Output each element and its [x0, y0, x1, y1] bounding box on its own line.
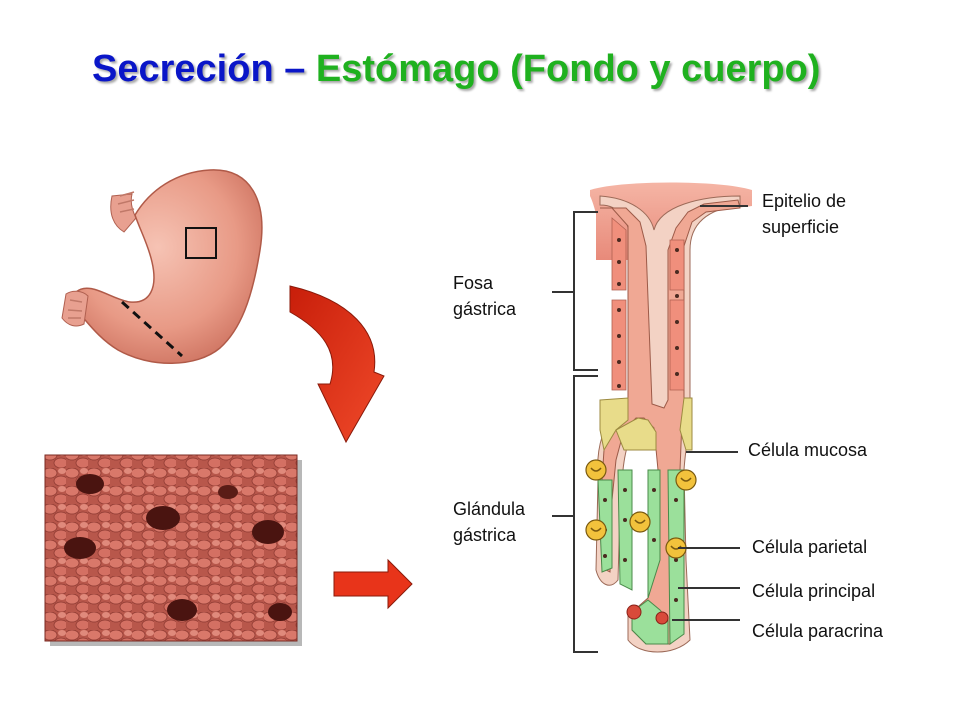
page-title: Secreción – Estómago (Fondo y cuerpo)	[92, 48, 820, 91]
right-arrow	[333, 558, 413, 610]
label-epitelio-superficie: Epitelio de superficie	[762, 188, 846, 240]
label-glandula-gastrica: Glándula gástrica	[453, 496, 525, 548]
mucosa-surface-image	[44, 454, 302, 646]
bracket-fosa	[552, 211, 598, 371]
label-celula-parietal: Célula parietal	[752, 537, 868, 557]
title-part-secrecion: Secreción –	[92, 48, 306, 90]
label-celula-principal: Célula principal	[752, 581, 876, 601]
stomach-illustration	[61, 169, 263, 364]
leader-lines	[672, 205, 748, 621]
label-fosa-gastrica: Fosa gástrica	[453, 270, 516, 322]
label-fosa-line2: gástrica	[453, 299, 517, 319]
title-part-estomago: Estómago (Fondo y cuerpo)	[315, 48, 821, 90]
bracket-glandula	[552, 375, 598, 653]
label-epitelio-line2: superficie	[762, 217, 840, 237]
curved-arrow	[289, 285, 385, 444]
label-glandula-line2: gástrica	[453, 525, 517, 545]
label-celula-paracrina: Célula paracrina	[752, 621, 884, 641]
label-fosa-line1: Fosa	[453, 273, 494, 293]
label-epitelio-line1: Epitelio de	[762, 191, 847, 211]
gastric-gland-diagram	[585, 182, 752, 653]
label-celula-mucosa: Célula mucosa	[748, 440, 868, 460]
label-glandula-line1: Glándula	[453, 499, 526, 519]
